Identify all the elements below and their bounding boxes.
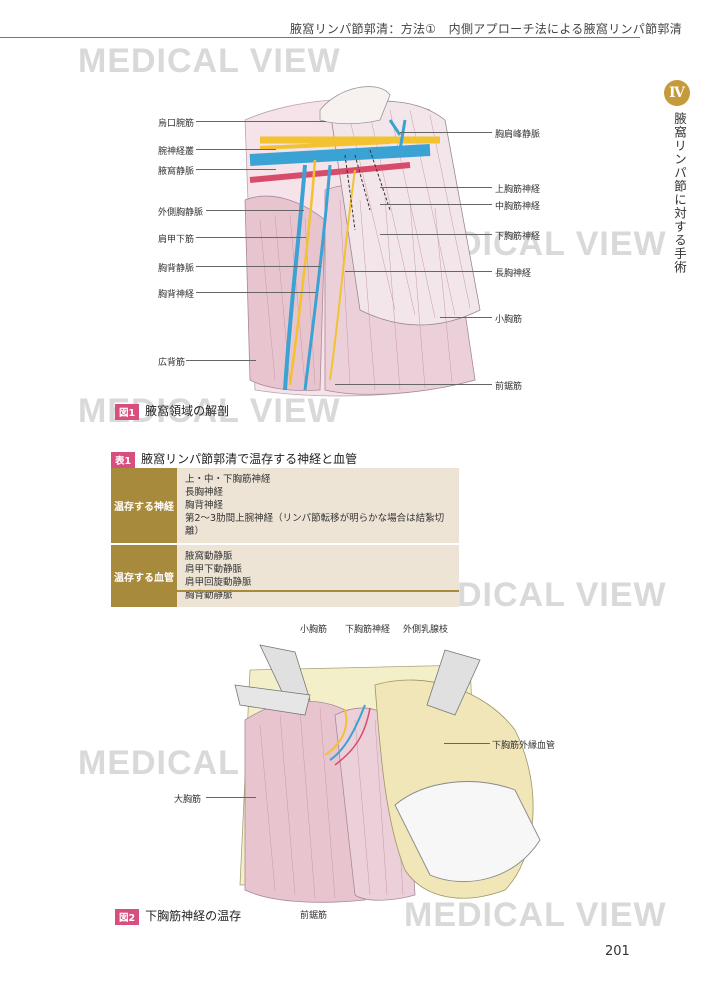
chapter-title: 腋窩リンパ節に対する手術 [672, 112, 687, 274]
leader-line [206, 797, 256, 798]
label-thoracodorsal-vein: 胸背静脈 [158, 264, 195, 274]
table1-caption-text: 腋窩リンパ節郭清で温存する神経と血管 [141, 452, 358, 466]
leader-line [380, 204, 492, 205]
table-bottom-rule [111, 590, 459, 592]
leader-line [196, 266, 321, 267]
figure1-tag: 図1 [115, 403, 140, 420]
table-row-header: 温存する神経 [111, 468, 177, 545]
leader-line [444, 743, 490, 744]
figure1-caption-text: 腋窩領域の解剖 [145, 404, 230, 418]
table-row-header: 温存する血管 [111, 544, 177, 609]
leader-line [186, 360, 256, 361]
chapter-badge: Ⅳ [664, 80, 690, 106]
list-item: 肩甲回旋動静脈 [185, 577, 252, 588]
label-lateral-mammary-branch: 外側乳腺枝 [403, 625, 449, 635]
label-serratus-anterior: 前鋸筋 [495, 382, 523, 392]
list-item: 上・中・下胸筋神経 [185, 474, 271, 485]
label-lateral-thoracic-vein: 外側胸静脈 [158, 208, 204, 218]
label-lower-pectoral-nerve-fig2: 下胸筋神経 [345, 625, 391, 635]
preservation-table: 温存する神経 上・中・下胸筋神経 長胸神経 胸背神経 第2～3肋間上腕神経（リン… [111, 468, 459, 609]
label-pectoralis-minor: 小胸筋 [495, 315, 523, 325]
label-middle-pectoral-nerve: 中胸筋神経 [495, 202, 541, 212]
label-long-thoracic-nerve: 長胸神経 [495, 269, 532, 279]
figure1-caption: 図1 腋窩領域の解剖 [115, 402, 229, 420]
figure2-tag: 図2 [115, 908, 140, 925]
leader-line [440, 317, 492, 318]
figure2-caption: 図2 下胸筋神経の温存 [115, 907, 241, 925]
running-header: 腋窩リンパ節郭清：方法① 内側アプローチ法による腋窩リンパ節郭清 [290, 22, 683, 36]
list-item: 胸背神経 [185, 500, 224, 511]
leader-line [345, 271, 492, 272]
list-item: 第2～3肋間上腕神経（リンパ節転移が明らかな場合は結紮切離） [185, 513, 445, 537]
list-item: 肩甲下動静脈 [185, 564, 243, 575]
label-coracobrachialis: 烏口腕筋 [158, 119, 195, 129]
table-row: 温存する血管 腋窩動静脈 肩甲下動静脈 肩甲回旋動静脈 胸背動静脈 [111, 544, 459, 609]
label-subscapularis: 肩甲下筋 [158, 235, 195, 245]
label-latissimus-dorsi: 広背筋 [158, 358, 186, 368]
label-upper-pectoral-nerve: 上胸筋神経 [495, 185, 541, 195]
list-item: 長胸神経 [185, 487, 224, 498]
table-row: 温存する神経 上・中・下胸筋神経 長胸神経 胸背神経 第2～3肋間上腕神経（リン… [111, 468, 459, 545]
figure2-caption-text: 下胸筋神経の温存 [145, 909, 242, 923]
header-rule [0, 37, 640, 38]
leader-line [206, 210, 304, 211]
table1-caption: 表1 腋窩リンパ節郭清で温存する神経と血管 [111, 450, 357, 468]
label-serratus-anterior-fig2: 前鋸筋 [300, 911, 328, 921]
table-row-items: 上・中・下胸筋神経 長胸神経 胸背神経 第2～3肋間上腕神経（リンパ節転移が明ら… [177, 468, 459, 545]
page-number: 201 [605, 944, 630, 959]
label-lateral-vessel: 下胸筋外縁血管 [492, 741, 556, 751]
leader-line [196, 149, 276, 150]
list-item: 胸背動静脈 [185, 590, 233, 601]
table-row-items: 腋窩動静脈 肩甲下動静脈 肩甲回旋動静脈 胸背動静脈 [177, 544, 459, 609]
leader-line [196, 237, 306, 238]
label-thoracodorsal-nerve: 胸背神経 [158, 290, 195, 300]
label-axillary-vein: 腋窩静脈 [158, 167, 195, 177]
leader-line [335, 384, 492, 385]
leader-line [196, 292, 316, 293]
leader-line [380, 234, 492, 235]
label-pectoralis-minor-fig2: 小胸筋 [300, 625, 328, 635]
label-brachial-plexus: 腕神経叢 [158, 147, 195, 157]
watermark: MEDICAL VIEW [78, 42, 341, 80]
label-thoracoacromial-vein: 胸肩峰静脈 [495, 130, 541, 140]
leader-line [196, 121, 326, 122]
leader-line [196, 169, 276, 170]
watermark: MEDICAL VIEW [404, 896, 667, 934]
table1-tag: 表1 [111, 451, 136, 468]
leader-line [380, 187, 492, 188]
surgical-field-illustration [234, 644, 541, 903]
label-pectoralis-major: 大胸筋 [174, 795, 202, 805]
leader-line [400, 132, 492, 133]
axilla-anatomy-illustration [244, 86, 481, 397]
label-lower-pectoral-nerve: 下胸筋神経 [495, 232, 541, 242]
list-item: 腋窩動静脈 [185, 551, 233, 562]
